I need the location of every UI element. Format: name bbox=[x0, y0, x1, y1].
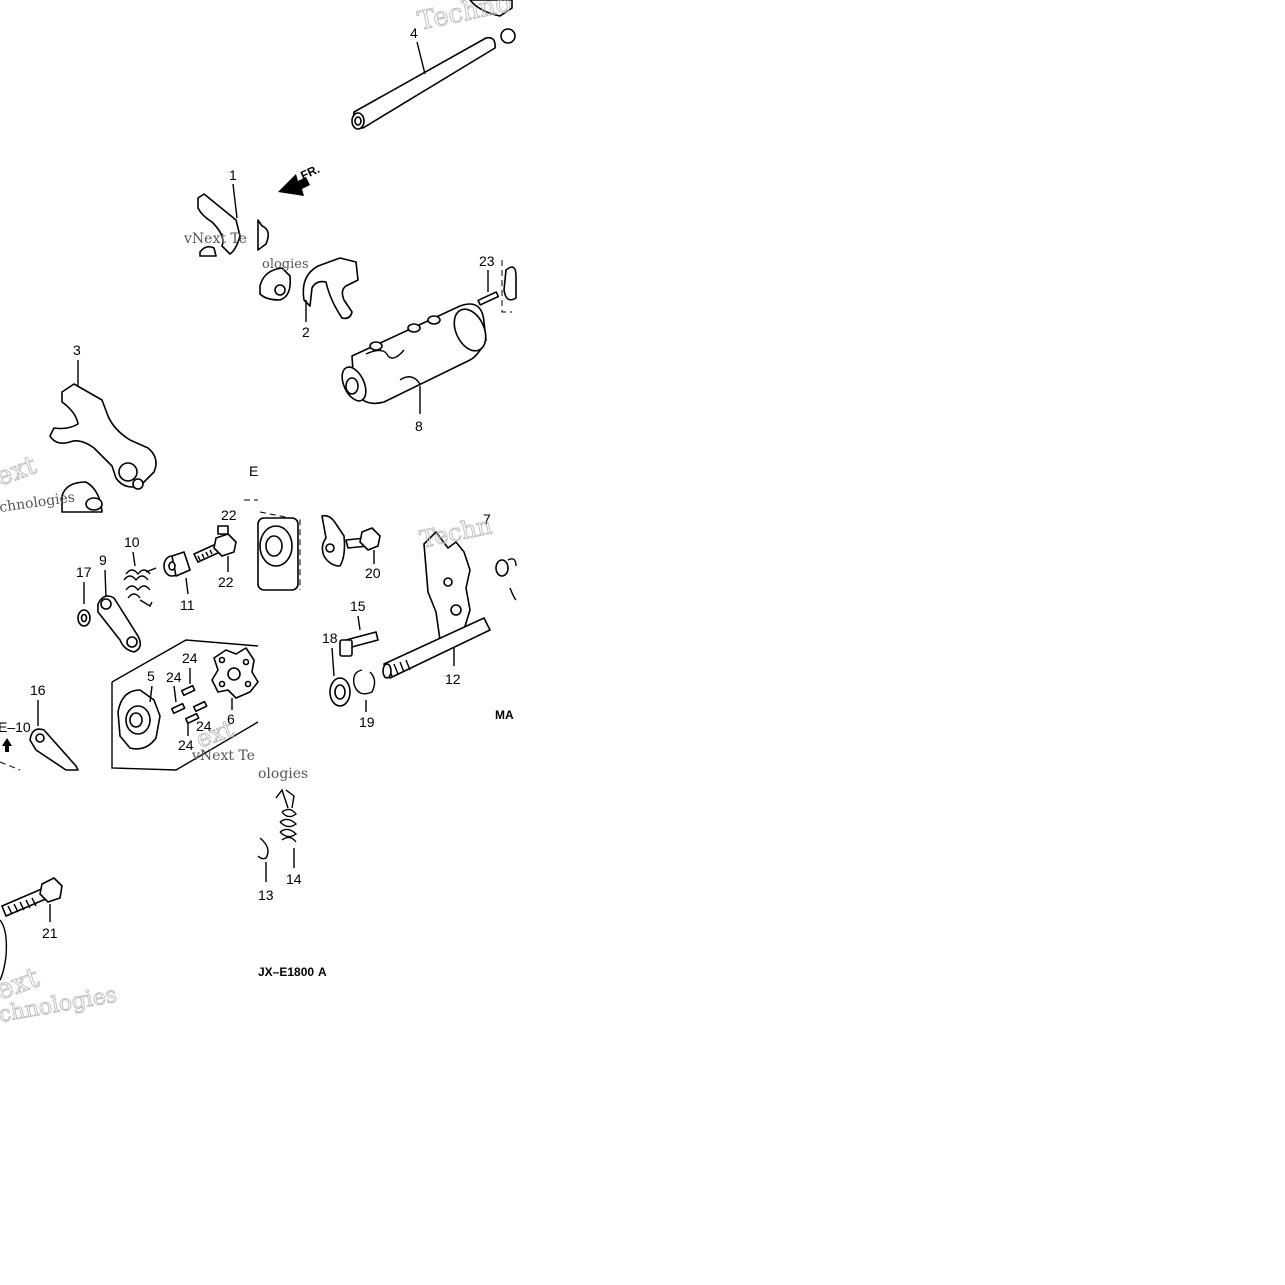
bolt-20 bbox=[345, 527, 381, 551]
tile-top-left: 1 vNext Te bbox=[183, 167, 247, 257]
tile-bottom-middle: ologies 14 13 JX–E1800 A bbox=[257, 766, 327, 979]
callout-24-c: 24 bbox=[196, 718, 212, 734]
callout-1: 1 bbox=[229, 167, 237, 183]
shift-fork-1 bbox=[197, 193, 241, 257]
cover-outline bbox=[111, 639, 259, 683]
callout-12: 12 bbox=[445, 671, 461, 687]
tile-middle-left: 3 ext chnologies bbox=[0, 342, 157, 516]
callout-6: 6 bbox=[227, 711, 235, 727]
bolt-21 bbox=[1, 877, 63, 917]
callout-7: 7 bbox=[483, 511, 491, 527]
callout-9: 9 bbox=[99, 552, 107, 568]
bearing-fragment bbox=[61, 481, 103, 513]
callout-19: 19 bbox=[359, 714, 375, 730]
callout-11: 11 bbox=[180, 597, 195, 613]
tile-middle-right: 2 ologies 23 8 bbox=[259, 253, 517, 434]
figure-suffix: A bbox=[318, 965, 327, 979]
watermark-ologies-2: ologies bbox=[258, 766, 308, 782]
arm-fragment bbox=[321, 514, 346, 567]
bolt-15 bbox=[339, 631, 379, 657]
callout-16: 16 bbox=[30, 682, 46, 698]
tile-bottom-left: 21 ext chnologies bbox=[0, 877, 119, 1028]
callout-4: 4 bbox=[410, 25, 418, 41]
stopper-arm-9 bbox=[97, 595, 142, 653]
callout-3: 3 bbox=[73, 342, 81, 358]
fragment-ma: MA bbox=[495, 708, 514, 722]
collar-11 bbox=[163, 551, 191, 577]
ring-13 bbox=[257, 837, 269, 860]
seal-18 bbox=[329, 677, 351, 707]
callout-24-d: 24 bbox=[178, 737, 194, 753]
callout-10: 10 bbox=[124, 534, 140, 550]
callout-14: 14 bbox=[286, 871, 302, 887]
watermark-ologies-1: ologies bbox=[262, 257, 309, 272]
spring-fragment bbox=[495, 558, 517, 601]
shift-fork-shaft bbox=[351, 36, 496, 130]
tile-lower-left: E 22 10 9 17 11 bbox=[0, 463, 259, 771]
section-ref: E–10 bbox=[0, 719, 31, 735]
shift-drum-8 bbox=[341, 303, 487, 405]
callout-23: 23 bbox=[479, 253, 495, 269]
callout-22: 22 bbox=[218, 574, 234, 590]
callout-18: 18 bbox=[322, 630, 338, 646]
callout-5: 5 bbox=[147, 668, 155, 684]
shift-fork-2 bbox=[259, 257, 359, 320]
callout-15: 15 bbox=[350, 598, 366, 614]
watermark-vnext-te-1: vNext Te bbox=[183, 231, 247, 247]
callout-8: 8 bbox=[415, 418, 423, 434]
callout-24-b: 24 bbox=[166, 669, 182, 685]
shift-fork-3 bbox=[49, 383, 157, 490]
callout-22-top: 22 bbox=[221, 507, 237, 523]
bolt-22 bbox=[193, 525, 237, 563]
fragment-e: E bbox=[249, 463, 258, 479]
tile-lower-right: 20 7 12 15 18 bbox=[257, 511, 517, 730]
plate-16 bbox=[29, 728, 79, 771]
shift-arm-7 bbox=[423, 531, 471, 649]
shift-spindle-12 bbox=[382, 617, 491, 679]
figure-code: JX–E1800 bbox=[258, 965, 314, 979]
watermark-ext-1: ext bbox=[0, 450, 41, 492]
callout-17: 17 bbox=[76, 564, 92, 580]
tile-top-right: 4 FR. Techno bbox=[257, 0, 516, 258]
callout-2: 2 bbox=[302, 324, 310, 340]
spring-14 bbox=[275, 788, 298, 843]
up-arrow-icon bbox=[2, 738, 12, 752]
watermark-vnext-te-2: vNext Te bbox=[191, 748, 255, 764]
circlip-19 bbox=[352, 669, 376, 695]
bearing-ring bbox=[257, 517, 299, 591]
callout-21: 21 bbox=[42, 925, 58, 941]
center-cam-5 bbox=[117, 689, 161, 750]
fork-2-top-fragment bbox=[257, 219, 270, 251]
callout-24-a: 24 bbox=[182, 650, 198, 666]
callout-13: 13 bbox=[258, 887, 274, 903]
pins-24 bbox=[170, 684, 208, 725]
callout-20: 20 bbox=[365, 565, 381, 581]
plate-6 bbox=[211, 647, 259, 699]
spring-10 bbox=[123, 567, 157, 607]
